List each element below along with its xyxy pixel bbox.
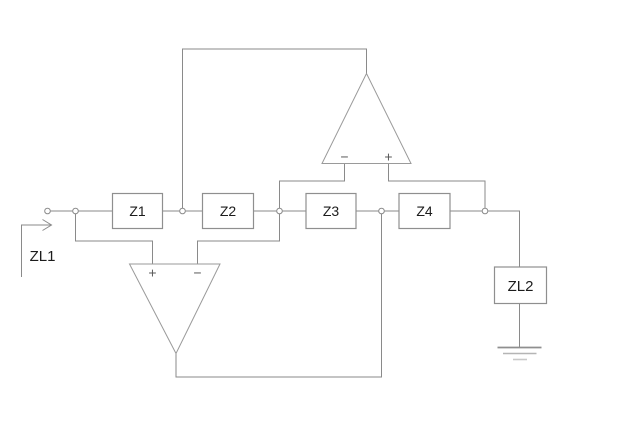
component-z3: Z3 xyxy=(305,192,357,230)
z3-box xyxy=(305,192,357,230)
ground-symbol xyxy=(497,346,542,361)
opamp-top-triangle xyxy=(321,72,412,164)
component-z1: Z1 xyxy=(111,192,164,230)
opamp-bottom: + − xyxy=(128,263,221,355)
component-zl2: ZL2 xyxy=(493,266,548,305)
zl1-arrow-head xyxy=(42,219,53,231)
wires xyxy=(50,48,520,378)
node-z3-z4 xyxy=(378,207,385,215)
z2-label: Z2 xyxy=(220,203,237,219)
node-z1-z2 xyxy=(179,207,186,215)
zl2-label: ZL2 xyxy=(508,278,534,295)
zl1-impedance-arrow: ZL1 xyxy=(21,219,56,277)
z4-label: Z4 xyxy=(416,203,433,219)
z1-label: Z1 xyxy=(129,203,146,219)
z3-label: Z3 xyxy=(323,203,340,219)
zl1-label: ZL1 xyxy=(30,248,56,265)
zl2-box xyxy=(493,266,548,305)
component-z4: Z4 xyxy=(398,192,451,230)
opamp-bottom-triangle xyxy=(128,263,221,355)
opamp-top-plus-sign: + xyxy=(384,149,392,165)
z1-box xyxy=(111,192,164,230)
wire-bottom-opamp-minus-input xyxy=(197,211,280,264)
opamp-top: − + xyxy=(321,72,412,165)
nodes xyxy=(44,207,489,215)
opamp-bottom-minus-sign: − xyxy=(193,265,201,281)
node-after-input xyxy=(72,207,79,215)
node-z2-z3 xyxy=(276,207,283,215)
z2-box xyxy=(201,192,255,230)
wire-top-feedback xyxy=(182,48,367,211)
wire-z4-to-zl2 xyxy=(450,210,520,267)
wire-bottom-opamp-plus-input xyxy=(75,211,153,264)
opamp-bottom-plus-sign: + xyxy=(148,265,156,281)
input-terminal-node xyxy=(44,207,51,215)
wire-top-opamp-plus-input xyxy=(388,163,486,211)
z4-box xyxy=(398,192,451,230)
component-z2: Z2 xyxy=(201,192,255,230)
opamp-top-minus-sign: − xyxy=(340,149,348,165)
wire-top-opamp-minus-input xyxy=(279,163,345,211)
node-after-z4 xyxy=(481,207,489,215)
wire-bottom-opamp-output xyxy=(175,211,382,378)
zl1-arrow-line xyxy=(21,224,51,277)
